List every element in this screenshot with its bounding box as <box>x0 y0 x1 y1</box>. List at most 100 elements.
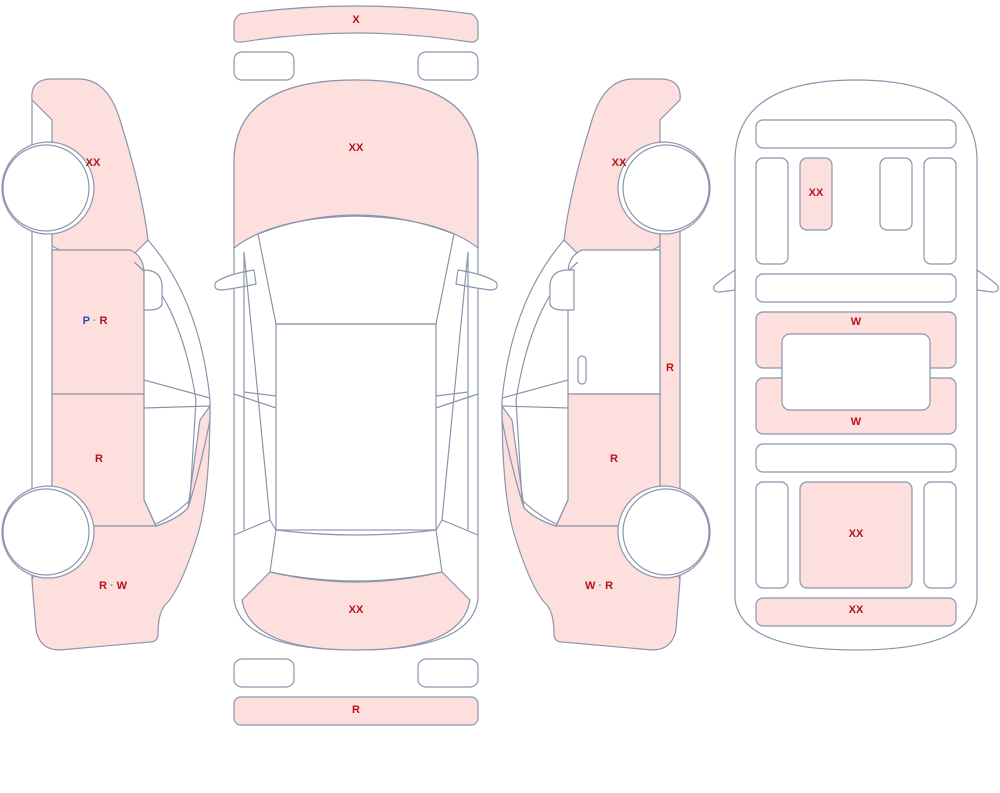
damage-code: P <box>83 315 90 327</box>
top-left-taillight <box>233 658 295 688</box>
label-front-bumper: X <box>352 14 360 26</box>
rear-quarter-lines <box>233 519 479 536</box>
interior-left-front-door-trim <box>755 157 789 265</box>
damage-code: XX <box>849 604 864 616</box>
right-mirror <box>549 269 575 311</box>
interior-dashboard <box>755 119 957 149</box>
damage-code: XX <box>612 157 627 169</box>
damage-code-label: R · W <box>99 580 128 592</box>
damage-code: W <box>851 416 862 428</box>
damage-code: R <box>610 453 618 465</box>
right-side-view: XX R R W · R <box>501 78 711 651</box>
right-b-pillar <box>435 391 479 409</box>
top-right-mirror <box>455 269 498 291</box>
top-left-headlight <box>233 51 295 81</box>
damage-code-label: XX <box>86 157 101 169</box>
damage-code-label: P · R <box>83 315 108 327</box>
damage-code-label: X <box>352 14 360 26</box>
damage-code: XX <box>349 604 364 616</box>
label-left-front-fender: XX <box>86 157 101 169</box>
damage-code: XX <box>349 142 364 154</box>
interior-rear-seat-panel[interactable] <box>799 481 913 589</box>
damage-code: XX <box>849 528 864 540</box>
left-b-pillar <box>233 391 277 409</box>
left-side-view: XX P · R R R · W <box>1 78 211 651</box>
damage-code: R <box>666 362 674 374</box>
label-rear-bumper: R <box>352 704 360 716</box>
damage-code-label: XX <box>809 187 824 199</box>
interior-view: XX W W XX XX <box>713 79 999 651</box>
rear-bumper-panel[interactable] <box>233 696 479 726</box>
left-side-window <box>243 251 277 531</box>
left-front-wheel-inner <box>2 144 90 232</box>
damage-code: R <box>605 580 613 592</box>
interior-console-bar <box>755 273 957 303</box>
top-right-headlight <box>417 51 479 81</box>
damage-code: W <box>117 580 128 592</box>
label-right-rear-quarter: W · R <box>585 580 613 592</box>
damage-code: W <box>585 580 596 592</box>
trunk-lid-panel[interactable] <box>241 571 471 651</box>
damage-code: X <box>352 14 360 26</box>
damage-code-label: W <box>851 416 862 428</box>
damage-code-label: R <box>610 453 618 465</box>
damage-code: XX <box>86 157 101 169</box>
damage-code-label: R <box>95 453 103 465</box>
right-front-wheel-inner <box>622 144 710 232</box>
label-interior-w-panel-2: W <box>851 416 862 428</box>
interior-left-rear-door-trim <box>755 481 789 589</box>
label-interior-rear-seat: XX <box>849 528 864 540</box>
right-front-door-panel[interactable] <box>567 249 661 395</box>
label-left-rear-quarter: R · W <box>99 580 128 592</box>
damage-code-label: R <box>352 704 360 716</box>
right-side-window <box>435 251 469 531</box>
interior-right-rear-door-trim <box>923 481 957 589</box>
label-interior-rear-panel: XX <box>849 604 864 616</box>
damage-code-label: XX <box>612 157 627 169</box>
damage-code-label: XX <box>849 604 864 616</box>
label-left-front-door: P · R <box>83 315 108 327</box>
left-front-door-panel[interactable] <box>51 249 145 395</box>
label-hood: XX <box>349 142 364 154</box>
code-separator: · <box>90 315 100 327</box>
damage-code-label: W <box>851 316 862 328</box>
damage-code-label: XX <box>349 604 364 616</box>
damage-code-label: XX <box>849 528 864 540</box>
damage-code: R <box>99 315 107 327</box>
rear-window-outline <box>269 529 443 582</box>
front-bumper-panel[interactable] <box>233 5 479 43</box>
damage-code-label: XX <box>349 142 364 154</box>
label-trunk-lid: XX <box>349 604 364 616</box>
hood-panel[interactable] <box>233 79 479 250</box>
damage-code: XX <box>809 187 824 199</box>
interior-left-mirror <box>713 268 736 293</box>
code-separator: · <box>595 580 605 592</box>
left-rear-wheel-inner <box>2 488 90 576</box>
code-separator: · <box>107 580 117 592</box>
left-glass-outline <box>143 239 211 527</box>
interior-sunroof <box>781 333 931 411</box>
damage-code: R <box>95 453 103 465</box>
damage-code-label: R <box>666 362 674 374</box>
interior-passenger-seat <box>879 157 913 231</box>
label-interior-front-seat: XX <box>809 187 824 199</box>
label-left-rear-door: R <box>95 453 103 465</box>
label-right-rear-door: R <box>610 453 618 465</box>
damage-code: R <box>352 704 360 716</box>
right-rear-wheel-inner <box>622 488 710 576</box>
interior-rear-panel[interactable] <box>755 597 957 627</box>
right-door-handle <box>577 355 587 385</box>
interior-front-seat-panel[interactable] <box>799 157 833 231</box>
roof-outline <box>275 323 437 531</box>
left-mirror <box>143 269 163 311</box>
top-view: X XX XX R <box>214 5 498 726</box>
right-glass-outline <box>501 239 569 527</box>
interior-rear-bar <box>755 443 957 473</box>
damage-code: R <box>99 580 107 592</box>
top-right-taillight <box>417 658 479 688</box>
windshield-outline <box>257 214 455 325</box>
interior-body-outline <box>734 79 978 651</box>
damage-code: W <box>851 316 862 328</box>
top-left-mirror <box>214 269 257 291</box>
